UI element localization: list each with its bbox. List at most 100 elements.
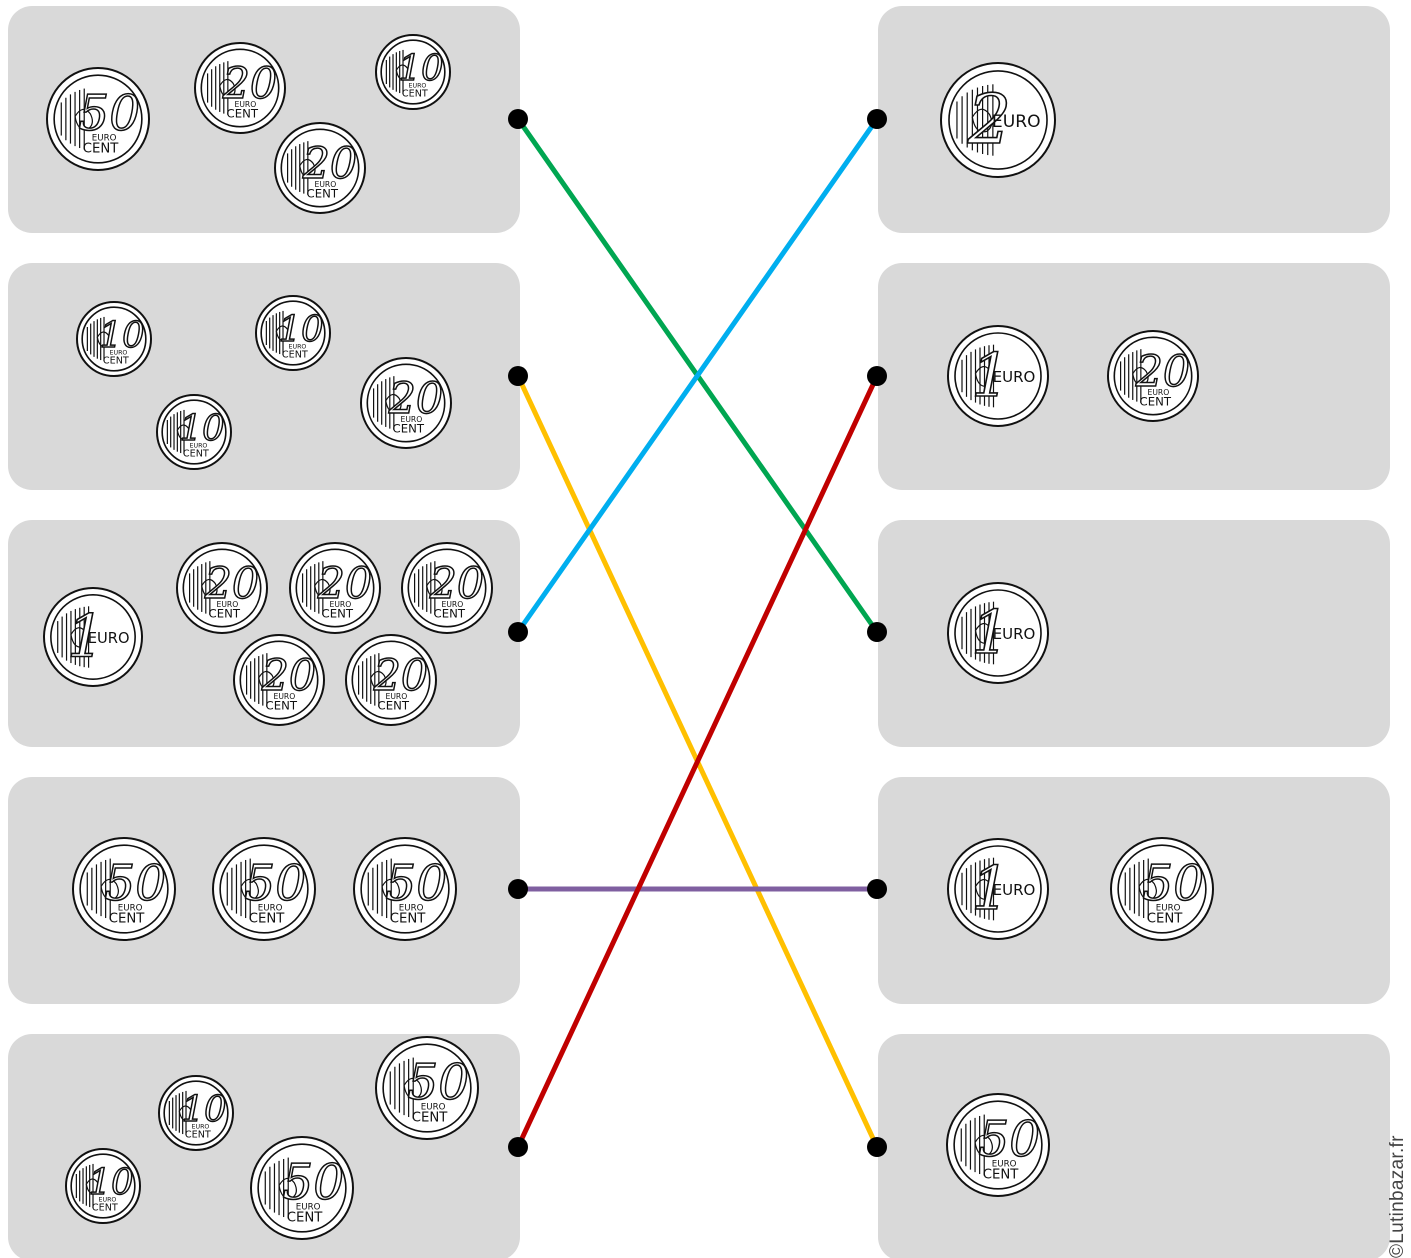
svg-text:50: 50 [978, 1112, 1040, 1168]
svg-text:20: 20 [373, 651, 428, 701]
svg-text:EURO: EURO [296, 1202, 321, 1212]
right-dot[interactable] [867, 366, 887, 386]
svg-text:CENT: CENT [185, 1129, 211, 1140]
svg-text:CENT: CENT [412, 1111, 449, 1126]
svg-text:EURO: EURO [1156, 903, 1181, 913]
svg-text:CENT: CENT [92, 1202, 118, 1213]
svg-text:CENT: CENT [1140, 395, 1172, 409]
right-dot[interactable] [867, 879, 887, 899]
right-dot[interactable] [867, 622, 887, 642]
svg-text:10: 10 [89, 1162, 134, 1203]
svg-text:CENT: CENT [83, 142, 120, 157]
svg-text:10: 10 [279, 309, 324, 350]
right-box [878, 520, 1390, 747]
svg-text:CENT: CENT [402, 88, 428, 99]
svg-text:EURO: EURO [274, 692, 296, 701]
svg-text:2: 2 [967, 81, 1012, 160]
right-box [878, 1034, 1390, 1258]
svg-text:20: 20 [261, 651, 316, 701]
svg-text:20: 20 [222, 59, 277, 109]
svg-text:EURO: EURO [192, 1124, 210, 1131]
svg-text:EURO: EURO [118, 903, 143, 913]
svg-text:CENT: CENT [287, 1211, 324, 1226]
svg-text:10: 10 [182, 1089, 227, 1130]
svg-text:CENT: CENT [307, 187, 339, 201]
svg-text:EURO: EURO [315, 180, 337, 189]
coins-layer: 50EUROCENT20EUROCENT10EUROCENT20EUROCENT… [43, 34, 1214, 1240]
svg-text:EURO: EURO [399, 903, 424, 913]
left-dot[interactable] [508, 1137, 528, 1157]
svg-text:EURO: EURO [217, 600, 239, 609]
svg-text:EURO: EURO [993, 368, 1036, 386]
svg-text:EURO: EURO [992, 112, 1041, 132]
svg-text:EURO: EURO [386, 692, 408, 701]
svg-text:CENT: CENT [282, 349, 308, 360]
connection-line-red [515, 373, 880, 1150]
right-dot[interactable] [867, 109, 887, 129]
svg-text:CENT: CENT [378, 699, 410, 713]
svg-text:20: 20 [429, 559, 484, 609]
svg-text:EURO: EURO [1148, 388, 1170, 397]
svg-text:EURO: EURO [110, 350, 128, 357]
svg-text:20: 20 [204, 559, 259, 609]
svg-text:CENT: CENT [209, 607, 241, 621]
svg-text:EURO: EURO [442, 600, 464, 609]
svg-text:EURO: EURO [289, 344, 307, 351]
svg-text:1: 1 [971, 598, 1009, 668]
connection-line-blue [515, 116, 880, 635]
svg-text:EURO: EURO [993, 625, 1036, 643]
svg-text:50: 50 [282, 1155, 344, 1211]
svg-text:CENT: CENT [322, 607, 354, 621]
svg-text:CENT: CENT [390, 912, 427, 927]
left-dot[interactable] [508, 109, 528, 129]
svg-text:CENT: CENT [266, 699, 298, 713]
svg-text:50: 50 [244, 856, 306, 912]
svg-text:EURO: EURO [421, 1102, 446, 1112]
svg-text:1: 1 [971, 341, 1009, 411]
svg-text:50: 50 [407, 1055, 469, 1111]
svg-text:EURO: EURO [993, 881, 1036, 899]
svg-text:CENT: CENT [227, 107, 259, 121]
svg-text:50: 50 [385, 856, 447, 912]
left-dot[interactable] [508, 622, 528, 642]
left-dot[interactable] [508, 366, 528, 386]
svg-text:1: 1 [67, 602, 104, 671]
svg-text:20: 20 [317, 559, 372, 609]
svg-text:10: 10 [399, 48, 444, 89]
connection-dots [508, 109, 887, 1157]
svg-text:50: 50 [104, 856, 166, 912]
svg-text:20: 20 [1135, 347, 1190, 397]
left-dot[interactable] [508, 879, 528, 899]
svg-text:10: 10 [180, 408, 225, 449]
svg-text:CENT: CENT [103, 355, 129, 366]
right-dot[interactable] [867, 1137, 887, 1157]
svg-text:EURO: EURO [235, 100, 257, 109]
svg-text:EURO: EURO [409, 83, 427, 90]
svg-text:EURO: EURO [992, 1159, 1017, 1169]
svg-text:50: 50 [78, 86, 140, 142]
svg-text:CENT: CENT [109, 912, 146, 927]
svg-text:20: 20 [302, 139, 357, 189]
svg-text:EURO: EURO [258, 903, 283, 913]
svg-text:EURO: EURO [401, 415, 423, 424]
svg-text:CENT: CENT [393, 422, 425, 436]
